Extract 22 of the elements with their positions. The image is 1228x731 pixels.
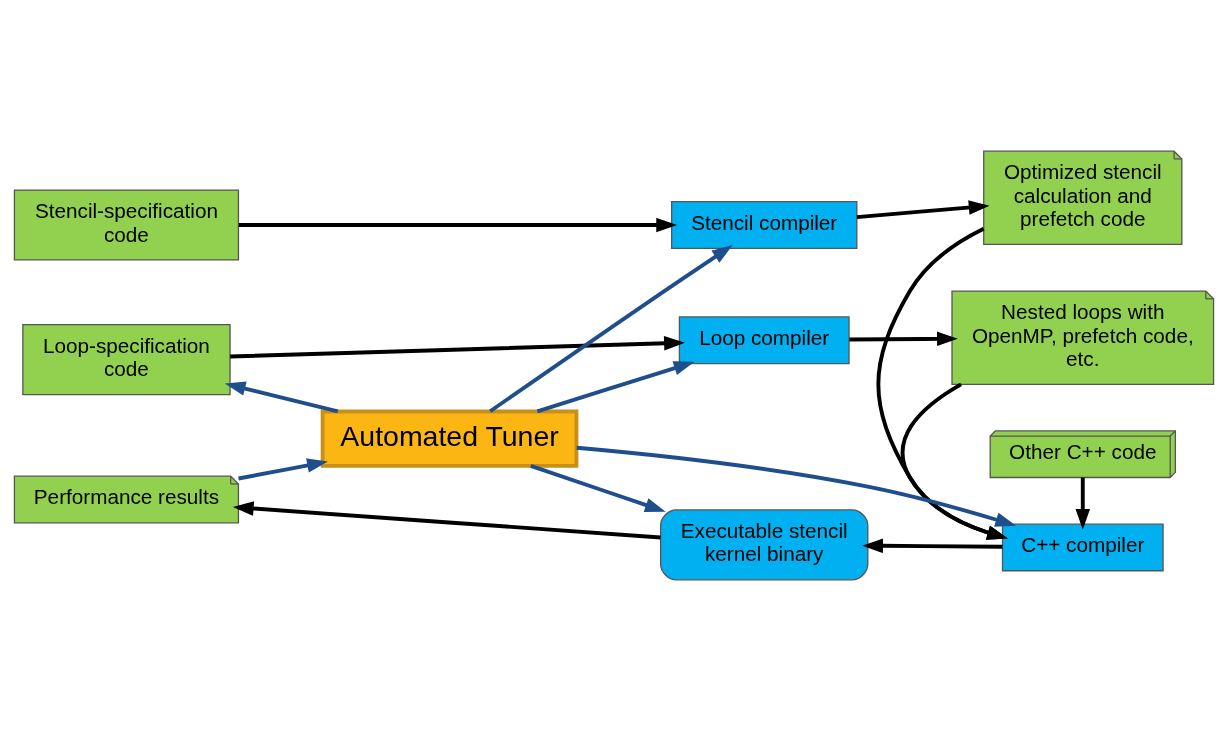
arrow xyxy=(856,200,990,220)
arrow xyxy=(224,381,339,414)
arrow xyxy=(876,227,1008,540)
arrow xyxy=(489,245,733,413)
node-box: C++ compiler xyxy=(1001,523,1164,572)
node-box: Loop-specification code xyxy=(22,324,231,396)
arrow xyxy=(900,382,1008,540)
arrow xyxy=(530,464,666,512)
arrow xyxy=(238,217,678,233)
arrow xyxy=(1075,477,1091,530)
node-box: Stencil-specification code xyxy=(13,189,240,261)
arrow xyxy=(862,538,1003,554)
node-box: Automated Tuner xyxy=(320,409,579,468)
arrow xyxy=(232,501,661,540)
arrow xyxy=(238,458,328,481)
node-box: Loop compiler xyxy=(678,316,850,365)
arrow xyxy=(536,361,695,414)
node-box: Executable stencil kernel binary xyxy=(659,509,869,581)
arrow xyxy=(230,336,685,359)
arrow xyxy=(576,445,1017,527)
arrow xyxy=(849,331,958,347)
node-box: Stencil compiler xyxy=(671,201,858,249)
